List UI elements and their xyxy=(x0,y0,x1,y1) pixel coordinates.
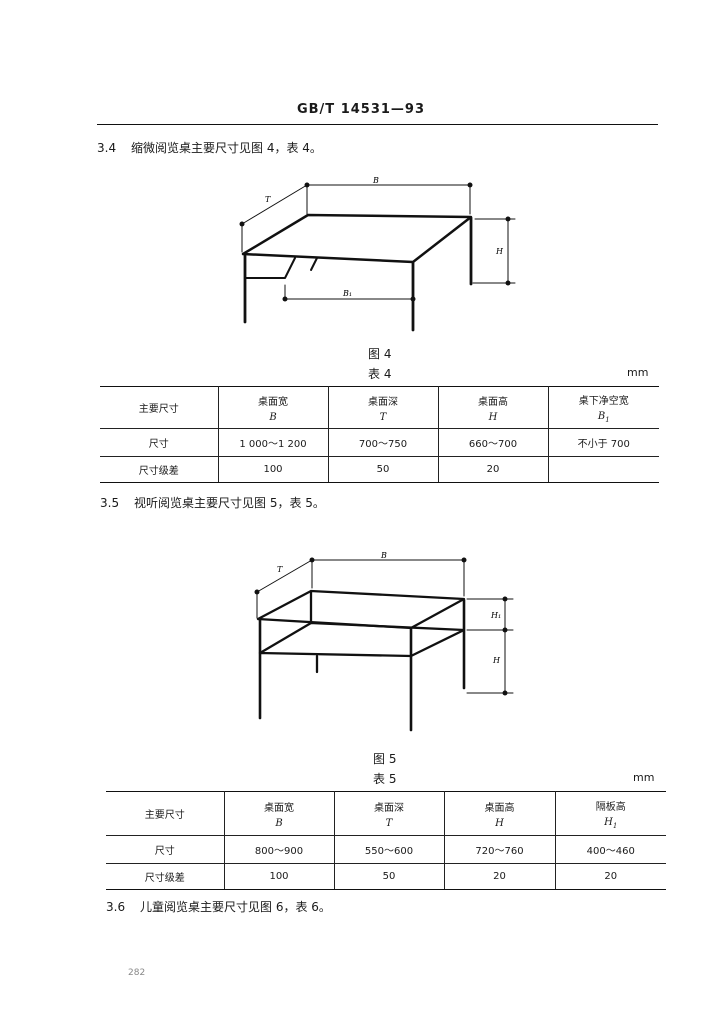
section-text: 儿童阅览桌主要尺寸见图 6，表 6。 xyxy=(140,900,331,914)
table-row: 尺寸级差 100 50 20 xyxy=(100,456,659,483)
table-cell: 50 xyxy=(327,456,439,483)
section-3-4: 3.4 缩微阅览桌主要尺寸见图 4，表 4。 xyxy=(97,139,322,156)
table-cell: 50 xyxy=(333,863,445,890)
table-cell: 700～750 xyxy=(327,428,439,457)
table-cell: 1 000～1 200 xyxy=(217,428,329,457)
table-row: 尺寸级差 100 50 20 20 xyxy=(106,863,666,890)
table-cell: 不小于 700 xyxy=(547,428,659,457)
dim-label-T: T xyxy=(277,565,283,574)
section-3-5: 3.5 视听阅览桌主要尺寸见图 5，表 5。 xyxy=(100,494,325,511)
dim-label-H: H xyxy=(495,247,504,256)
section-text: 视听阅览桌主要尺寸见图 5，表 5。 xyxy=(134,496,325,510)
dim-label-B: B xyxy=(380,551,387,560)
dim-label-T: T xyxy=(265,195,271,204)
standard-header: GB/T 14531—93 xyxy=(296,102,426,117)
section-number: 3.6 xyxy=(106,900,126,914)
dim-label-B: B xyxy=(372,176,379,185)
table-cell: 400～460 xyxy=(554,835,666,864)
section-3-6: 3.6 儿童阅览桌主要尺寸见图 6，表 6。 xyxy=(106,898,331,915)
table-cell: 20 xyxy=(554,863,666,890)
header-rule xyxy=(97,124,658,125)
row-label: 尺寸级差 xyxy=(100,456,219,483)
page-number: 282 xyxy=(128,968,146,978)
table-4-caption: 表 4 xyxy=(368,367,392,381)
dim-label-B1: B₁ xyxy=(342,289,352,298)
table-row: 尺寸 800～900 550～600 720～760 400～460 xyxy=(106,835,666,864)
row-header-cell: 主要尺寸 xyxy=(100,386,219,429)
table-cell xyxy=(547,456,659,483)
figure-5-caption: 图 5 xyxy=(373,752,397,766)
figure-4-drawing: B T H B₁ xyxy=(239,176,516,332)
figure-4-caption: 图 4 xyxy=(368,347,392,361)
row-label: 尺寸 xyxy=(100,428,219,457)
section-number: 3.4 xyxy=(97,141,117,155)
table-4-unit: mm xyxy=(627,366,649,379)
row-label: 尺寸 xyxy=(106,835,225,864)
table-cell: 100 xyxy=(223,863,335,890)
table-cell: 720～760 xyxy=(443,835,556,864)
table-cell: 100 xyxy=(217,456,329,483)
dim-label-H: H xyxy=(492,656,501,665)
table-row: 尺寸 1 000～1 200 700～750 660～700 不小于 700 xyxy=(100,428,659,457)
table-cell: 800～900 xyxy=(223,835,335,864)
row-label: 尺寸级差 xyxy=(106,863,225,890)
table-cell: 20 xyxy=(443,863,556,890)
section-text: 缩微阅览桌主要尺寸见图 4，表 4。 xyxy=(131,141,322,155)
row-header-cell: 主要尺寸 xyxy=(106,791,225,836)
dim-label-H1: H₁ xyxy=(490,611,501,620)
figure-5-drawing: B T H₁ H xyxy=(254,551,514,732)
table-5-unit: mm xyxy=(633,771,655,784)
table-5-caption: 表 5 xyxy=(373,772,397,786)
table-cell: 660～700 xyxy=(437,428,549,457)
section-number: 3.5 xyxy=(100,496,120,510)
table-cell: 550～600 xyxy=(333,835,445,864)
table-cell: 20 xyxy=(437,456,549,483)
